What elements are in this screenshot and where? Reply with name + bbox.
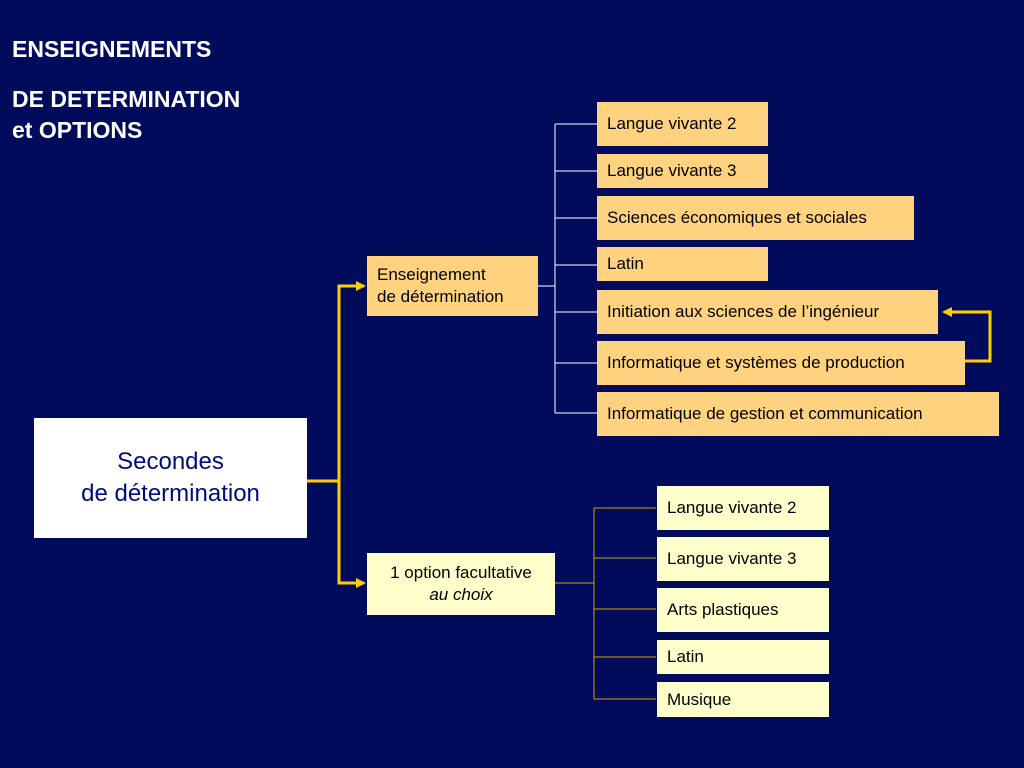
option-item: Langue vivante 3 — [657, 537, 829, 581]
determination-item: Initiation aux sciences de l’ingénieur — [597, 290, 938, 334]
option-line-1: 1 option facultative — [390, 563, 532, 582]
option-item: Langue vivante 2 — [657, 486, 829, 530]
option-item: Musique — [657, 682, 829, 717]
option-item: Latin — [657, 640, 829, 674]
determination-item: Langue vivante 3 — [597, 154, 768, 188]
determination-item: Langue vivante 2 — [597, 102, 768, 146]
determination-item: Informatique de gestion et communication — [597, 392, 999, 436]
determination-item: Sciences économiques et sociales — [597, 196, 914, 240]
option-item-connectors — [555, 507, 656, 700]
title-line-3: et OPTIONS — [12, 117, 143, 143]
title-line-1: ENSEIGNEMENTS — [12, 36, 212, 62]
determination-item: Informatique et systèmes de production — [597, 341, 965, 385]
option-item: Arts plastiques — [657, 588, 829, 632]
root-connector — [307, 281, 366, 483]
root-connector-option — [337, 481, 366, 588]
option-line-2: au choix — [429, 585, 493, 604]
feedback-connector — [942, 307, 992, 363]
title-line-2: DE DETERMINATION — [12, 86, 241, 112]
option-node: 1 option facultative au choix — [367, 553, 555, 615]
determination-line-2: de détermination — [377, 287, 504, 306]
determination-node: Enseignement de détermination — [367, 256, 538, 316]
root-node: Secondes de détermination — [34, 418, 307, 538]
determination-item: Latin — [597, 247, 768, 281]
root-line-1: Secondes — [117, 448, 224, 475]
root-line-2: de détermination — [81, 480, 260, 507]
determination-item-connectors — [538, 123, 597, 414]
determination-line-1: Enseignement — [377, 265, 486, 284]
